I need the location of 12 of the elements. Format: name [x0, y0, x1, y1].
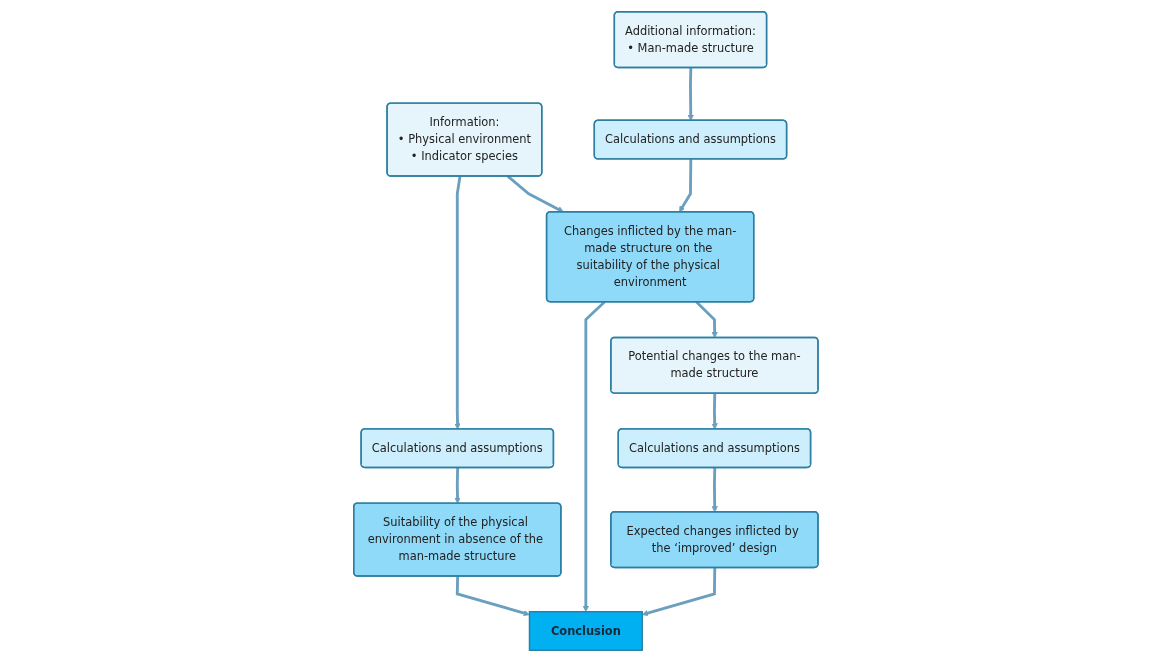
arrow [507, 175, 564, 213]
arrow [687, 67, 695, 121]
arrow [695, 301, 718, 339]
arrow [454, 176, 462, 430]
arrow [582, 301, 606, 612]
arrow [711, 467, 718, 513]
arrow [642, 567, 717, 617]
arrow [711, 393, 718, 430]
arrow [679, 159, 693, 213]
arrow [455, 576, 530, 617]
arrow [454, 467, 461, 504]
node-box: Conclusion [528, 611, 644, 651]
